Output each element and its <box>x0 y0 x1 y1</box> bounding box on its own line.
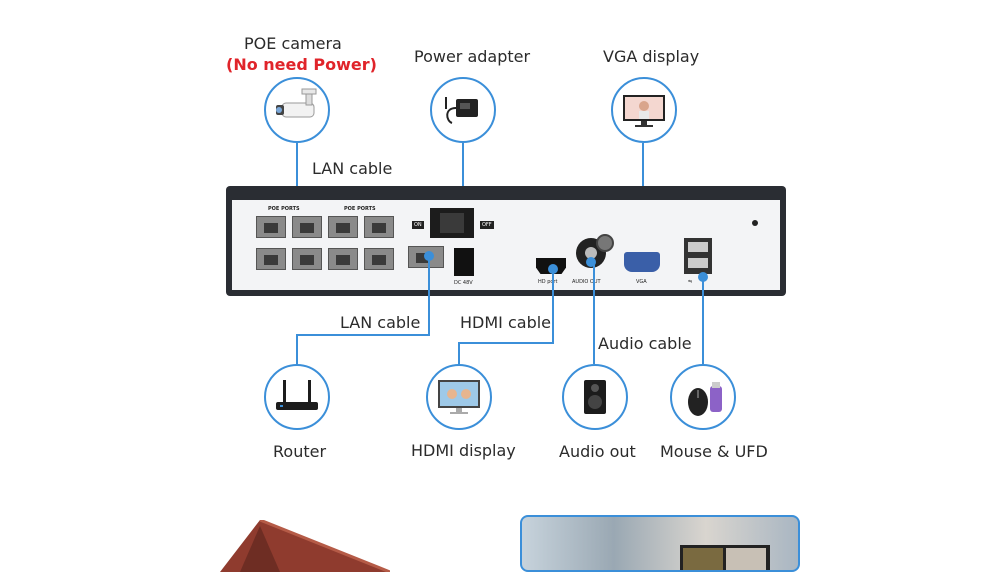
house-roof-image <box>220 520 390 572</box>
poe-camera-label: POE camera <box>244 34 342 53</box>
lan-bottom-line-h <box>296 334 430 336</box>
poe-ports-left-label: POE PORTS <box>268 206 300 212</box>
hdmi-port-label: HD port <box>538 279 558 285</box>
usb-line <box>702 278 704 364</box>
scene-monitor <box>680 545 770 570</box>
poe-camera-circle <box>264 77 330 143</box>
poe-port <box>292 248 322 270</box>
usb-ports <box>684 238 712 274</box>
audio-out-label: Audio out <box>559 442 636 461</box>
hdmi-monitor-icon <box>438 380 480 414</box>
poe-port <box>292 216 322 238</box>
lan-bottom-line-v1 <box>428 256 430 336</box>
router-circle <box>264 364 330 430</box>
audio-out-circle <box>562 364 628 430</box>
mouse-ufd-circle <box>670 364 736 430</box>
lan-bottom-line-v2 <box>296 334 298 364</box>
lan-top-line <box>296 143 298 201</box>
hdmi-display-circle <box>426 364 492 430</box>
mouse-ufd-label: Mouse & UFD <box>660 442 768 461</box>
dc-label: DC 48V <box>454 280 473 286</box>
nvr-back-panel: POE PORTS POE PORTS ON OFF DC 48V HD por… <box>226 186 786 296</box>
on-label: ON <box>412 221 424 229</box>
lan-bottom-label: LAN cable <box>340 313 421 332</box>
audio-line <box>593 262 595 364</box>
power-adapter-circle <box>430 77 496 143</box>
power-adapter-label: Power adapter <box>414 47 531 66</box>
poe-ports-right-label: POE PORTS <box>344 206 376 212</box>
vga-display-circle <box>611 77 677 143</box>
ground-screw <box>752 220 758 226</box>
power-switch <box>430 208 474 238</box>
poe-port <box>256 216 286 238</box>
mouse-icon <box>688 382 722 416</box>
poe-port <box>328 216 358 238</box>
hdmi-display-label: HDMI display <box>411 441 516 460</box>
hdmi-line-v1 <box>552 268 554 344</box>
lan-top-label: LAN cable <box>312 159 393 178</box>
audio-cable-label: Audio cable <box>598 334 692 353</box>
dc-jack <box>454 248 474 276</box>
off-label: OFF <box>480 221 494 229</box>
no-power-note: (No need Power) <box>226 55 377 74</box>
monitor-scene-image <box>520 515 800 572</box>
power-adapter-icon <box>445 97 478 124</box>
usb-dot <box>698 272 708 282</box>
hdmi-cable-label: HDMI cable <box>460 313 552 332</box>
router-icon <box>276 380 318 410</box>
vga-port <box>624 252 660 272</box>
router-label: Router <box>273 442 327 461</box>
speaker-icon <box>584 380 606 414</box>
poe-port <box>364 216 394 238</box>
audio-port-label: AUDIO OUT <box>572 279 601 285</box>
vga-monitor-icon <box>623 95 665 127</box>
poe-port <box>364 248 394 270</box>
poe-port <box>256 248 286 270</box>
screw <box>596 234 614 252</box>
vga-port-label: VGA <box>636 279 647 285</box>
poe-port <box>328 248 358 270</box>
audio-dot <box>586 257 596 267</box>
vga-display-label: VGA display <box>603 47 700 66</box>
poe-camera-icon <box>276 88 317 118</box>
hdmi-line-v2 <box>458 342 460 364</box>
usb-icon: ⇋ <box>688 279 693 285</box>
hdmi-line-h <box>458 342 554 344</box>
